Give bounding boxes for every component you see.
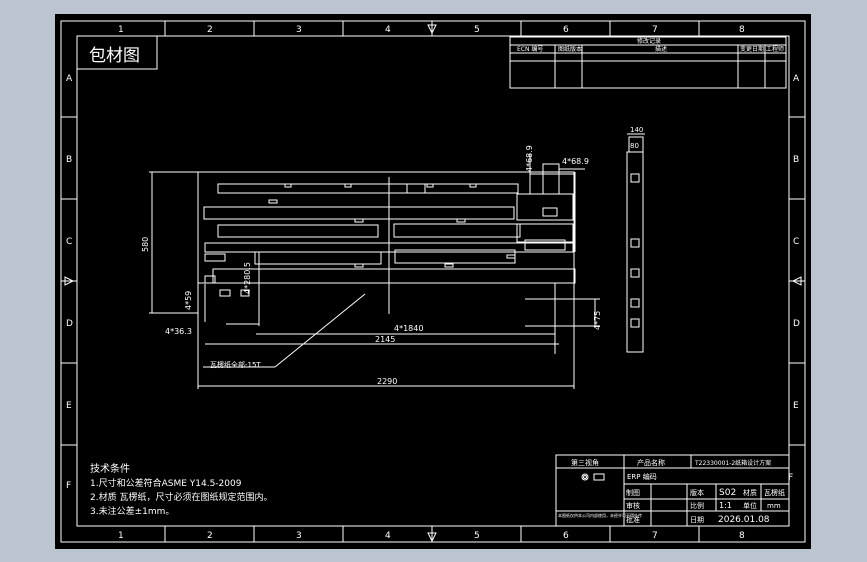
tech-note-3: 3.未注公差±1mm。	[90, 505, 174, 517]
dim-2145: 2145	[375, 335, 395, 344]
zone-letter-E-left: E	[66, 401, 72, 411]
product-name-value: T22330001-2纸箱设计方案	[694, 459, 771, 467]
zone-num-4-top: 4	[385, 25, 391, 35]
projection-label: 第三视角	[571, 458, 599, 467]
dim-140: 140	[630, 126, 643, 134]
dim-4x59: 4*59	[184, 291, 193, 310]
zone-num-1-top: 1	[118, 25, 124, 35]
zone-letter-C-left: C	[66, 237, 72, 247]
zone-num-3-bottom: 3	[296, 531, 302, 541]
tech-note-2: 2.材质 瓦楞纸，尺寸必须在图纸规定范围内。	[90, 491, 272, 503]
zone-letter-E-right: E	[793, 401, 799, 411]
dim-4x280-5: 4*280.5	[243, 262, 252, 294]
inner-frame	[76, 35, 790, 527]
scale-label: 比例	[690, 501, 704, 510]
zone-num-8-bottom: 8	[739, 531, 745, 541]
zone-letter-D-left: D	[66, 319, 73, 329]
scale-value: 1:1	[719, 501, 732, 510]
rev-col-version: 图纸版本	[558, 45, 582, 53]
material-label: 材质	[743, 488, 757, 497]
zone-num-7-top: 7	[652, 25, 658, 35]
drawing-title-tag: 包材图	[89, 46, 140, 66]
rev-col-date: 变更日期	[740, 45, 764, 53]
dim-2290: 2290	[377, 377, 397, 386]
dim-4x68-9-horizontal: 4*68.9	[562, 157, 589, 166]
callout-material: 瓦楞纸全部-15T	[210, 360, 261, 369]
revision-table-title: 修改记录	[637, 37, 661, 45]
revision-table: 修改记录 ECN 编号 图纸版本 描述 变更日期 工程师	[509, 36, 787, 89]
zone-letter-D-right: D	[793, 319, 800, 329]
zone-num-6-top: 6	[563, 25, 569, 35]
zone-letter-A-right: A	[793, 74, 800, 84]
approve-label: 批准	[626, 515, 640, 524]
company-note: 本图纸仅供本公司内部使用，未经许可不得外传	[558, 512, 642, 518]
rev-col-desc: 描述	[655, 45, 667, 53]
zone-num-2-bottom: 2	[207, 531, 213, 541]
zone-num-5-top: 5	[474, 25, 480, 35]
title-block	[555, 454, 790, 527]
zone-letter-C-right: C	[793, 237, 799, 247]
title-tag-box	[76, 35, 158, 70]
outer-frame	[60, 20, 806, 543]
unit-label: 单位	[743, 501, 757, 510]
zone-num-4-bottom: 4	[385, 531, 391, 541]
date-label: 日期	[690, 516, 704, 524]
zone-num-3-top: 3	[296, 25, 302, 35]
zone-letter-B-right: B	[793, 155, 799, 165]
zone-num-7-bottom: 7	[652, 531, 658, 541]
zone-letter-F-left: F	[66, 481, 71, 491]
zone-num-2-top: 2	[207, 25, 213, 35]
rev-col-ecn: ECN 编号	[517, 45, 543, 53]
layout-drawing	[149, 154, 600, 389]
zone-num-6-bottom: 6	[563, 531, 569, 541]
cad-viewport[interactable]: 1 2 3 4 5 6 7 8 1 2 3 4 5 6 7 8 A B C D …	[55, 14, 811, 549]
zone-letter-B-left: B	[66, 155, 72, 165]
tech-notes-heading: 技术条件	[90, 462, 130, 475]
zone-letter-F-right: F	[788, 473, 793, 483]
draw-label: 制图	[626, 488, 640, 497]
review-label: 审核	[626, 501, 640, 510]
material-value: 瓦楞纸	[764, 488, 785, 497]
zone-labels: 1 2 3 4 5 6 7 8 1 2 3 4 5 6 7 8 A B C D …	[66, 25, 800, 541]
dim-80: 80	[630, 142, 639, 150]
unit-value: mm	[767, 502, 781, 510]
dim-4x68-9-vertical: 4*68.9	[525, 145, 534, 172]
zone-num-8-top: 8	[739, 25, 745, 35]
dim-4x1840: 4*1840	[394, 324, 423, 333]
tech-note-1: 1.尺寸和公差符合ASME Y14.5-2009	[90, 477, 242, 489]
date-value: 2026.01.08	[718, 515, 770, 525]
zone-num-5-bottom: 5	[474, 531, 480, 541]
side-view	[626, 133, 645, 353]
dim-580: 580	[141, 237, 150, 252]
version-label: 版本	[690, 488, 704, 497]
version-value: S02	[719, 488, 736, 498]
product-name-label: 产品名称	[637, 458, 665, 467]
drawing-canvas: 1 2 3 4 5 6 7 8 1 2 3 4 5 6 7 8 A B C D …	[60, 20, 806, 543]
dim-4x36-3: 4*36.3	[165, 327, 192, 336]
rev-col-engineer: 工程师	[766, 45, 784, 53]
zone-ticks	[61, 21, 805, 543]
zone-num-1-bottom: 1	[118, 531, 124, 541]
tech-notes: 技术条件 1.尺寸和公差符合ASME Y14.5-2009 2.材质 瓦楞纸，尺…	[90, 462, 272, 517]
erp-label: ERP 编码	[627, 472, 657, 481]
dim-4x75: 4*75	[593, 311, 602, 330]
zone-letter-A-left: A	[66, 74, 73, 84]
